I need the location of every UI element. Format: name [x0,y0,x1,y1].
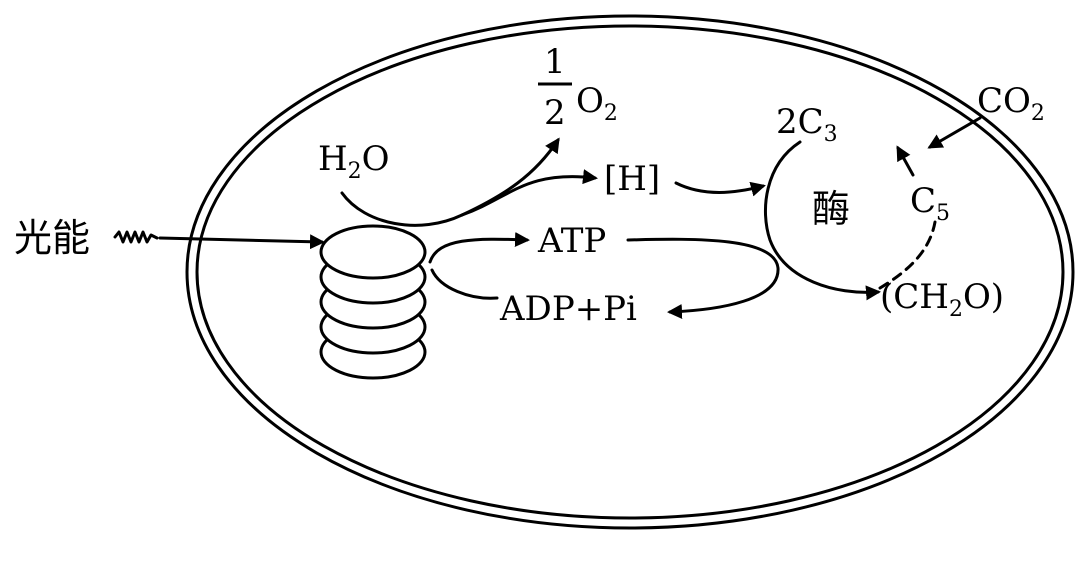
atp-to-calvin-line [626,237,780,320]
oxygen-arrow [460,137,560,217]
enzyme-label: 酶 [812,187,850,231]
co2-arrow [927,116,982,149]
svg-text:O2: O2 [576,81,618,126]
water-split-curve [340,191,464,227]
co2-label: CO2 [977,81,1045,126]
grana-stack [319,224,427,380]
c5-label: C5 [910,181,950,226]
nadph-label: [H] [604,159,660,199]
light-arrow [158,234,325,250]
adp-return-curve [430,268,499,300]
light-energy-label: 光能 [14,216,90,260]
water-label: H2O [318,139,390,184]
adp-pi-label: ADP+Pi [499,289,637,329]
c5-to-c3-arrow [896,145,915,177]
svg-text:2: 2 [544,93,566,133]
svg-text:1: 1 [544,42,566,82]
sugar-label: (CH2O) [880,277,1004,322]
atp-synthesis-arrow [428,232,530,264]
chloroplast-outer-membrane [185,14,1075,530]
nadph-to-calvin-arrow [674,181,766,197]
calvin-arc-c3-to-sugar [763,140,881,301]
light-wavy-line [113,230,159,244]
nadph-arrow [460,169,598,217]
atp-label: ATP [537,221,606,261]
oxygen-label: 1 2 O2 [538,42,618,133]
c3-label: 2C3 [776,102,838,147]
sugar-to-c5-dashed [878,220,937,290]
chloroplast-inner-membrane [195,24,1065,520]
